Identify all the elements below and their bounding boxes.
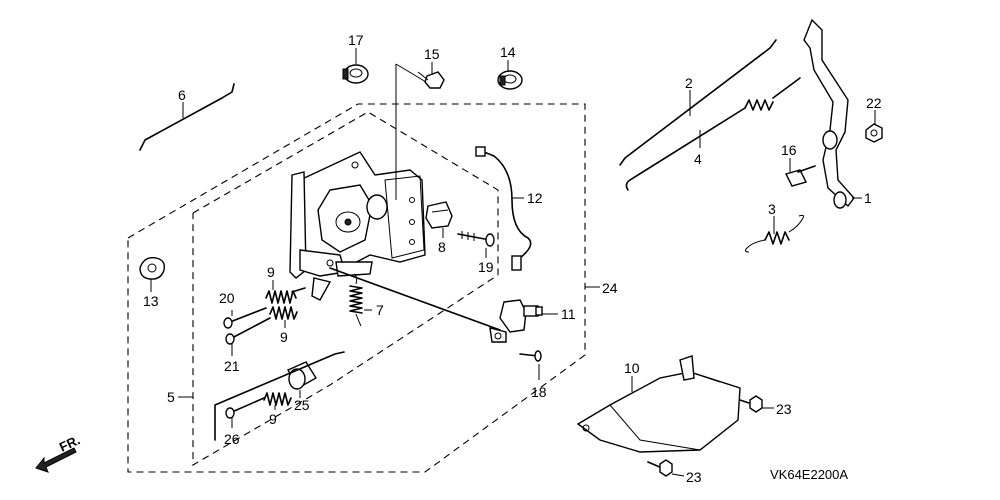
bolt-part-19	[457, 231, 495, 247]
spring-part-9-lower	[263, 392, 292, 406]
cover-part-10	[576, 355, 741, 453]
callout-9-upper: 9	[267, 264, 275, 280]
callout-15: 15	[424, 46, 440, 62]
spring-part-9-upper	[265, 287, 306, 304]
callout-26: 26	[224, 431, 240, 447]
front-direction-arrow-icon	[35, 447, 77, 473]
switch-part-11	[329, 267, 543, 343]
callout-23-lower: 23	[686, 469, 702, 485]
spring-part-7	[349, 273, 363, 327]
bolt-part-26	[214, 351, 345, 441]
assembly-5-outline	[192, 111, 499, 466]
callout-22: 22	[866, 95, 882, 111]
wire-part-12	[475, 146, 532, 271]
clamp-part-17	[342, 64, 369, 84]
callout-1: 1	[864, 190, 872, 206]
callout-9-middle: 9	[280, 329, 288, 345]
holder-part-8	[425, 201, 453, 229]
callout-6: 6	[178, 87, 186, 103]
bolt-part-23-upper	[739, 395, 763, 413]
callout-9-lower: 9	[269, 411, 277, 427]
callout-8: 8	[438, 239, 446, 255]
nut-part-15	[417, 71, 445, 89]
callout-10: 10	[624, 360, 640, 376]
front-direction-label: FR.	[57, 432, 82, 454]
bolt-part-20	[223, 307, 267, 329]
rod-part-6	[139, 83, 235, 151]
spring-part-3	[744, 214, 804, 253]
callout-21: 21	[224, 358, 240, 374]
screw-part-18	[519, 350, 542, 362]
callout-24: 24	[602, 280, 618, 296]
callout-11: 11	[561, 306, 576, 322]
lever-part-1	[803, 18, 855, 209]
clamp-part-14	[497, 70, 523, 90]
assembly-24-outline	[127, 103, 586, 473]
bolt-part-23-lower	[647, 459, 673, 477]
control-base-assembly	[289, 151, 426, 301]
callout-20: 20	[219, 290, 235, 306]
callout-25: 25	[294, 397, 310, 413]
nut-part-22	[865, 123, 883, 143]
callout-3: 3	[768, 201, 776, 217]
callout-17: 17	[348, 32, 364, 48]
callout-16: 16	[781, 142, 797, 158]
callout-19: 19	[478, 259, 494, 275]
collar-part-25	[287, 361, 317, 390]
spring-part-9-middle	[269, 306, 298, 320]
callout-2: 2	[685, 75, 693, 91]
callout-5: 5	[167, 389, 175, 405]
cable-part-4	[625, 77, 801, 191]
callout-12: 12	[527, 190, 543, 206]
bolt-part-21	[225, 317, 271, 345]
callout-4: 4	[694, 151, 702, 167]
callout-23-upper: 23	[776, 401, 792, 417]
leader-lines	[150, 48, 876, 477]
diagram-code: VK64E2200A	[770, 467, 848, 482]
callout-18: 18	[531, 384, 547, 400]
callout-14: 14	[500, 44, 516, 60]
rod-part-2	[619, 39, 777, 166]
callout-13: 13	[143, 293, 159, 309]
callout-7: 7	[376, 302, 384, 318]
bolt-part-16	[784, 165, 816, 187]
clip-part-13	[139, 257, 166, 280]
